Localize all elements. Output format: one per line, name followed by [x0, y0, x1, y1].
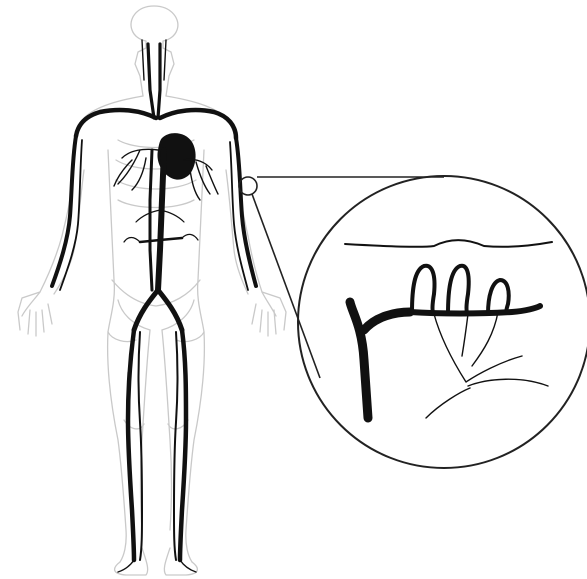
knees	[124, 420, 188, 429]
vena-cava	[150, 150, 152, 290]
iliac-right	[158, 290, 182, 330]
venule	[410, 306, 540, 314]
hip-joints	[108, 332, 204, 342]
right-leg-vein	[174, 332, 178, 560]
iliac-left	[134, 290, 158, 330]
left-leg-artery	[128, 330, 134, 560]
capillary-loop-2	[448, 266, 469, 314]
skin-surface-line	[345, 240, 552, 247]
right-leg-artery	[180, 330, 186, 560]
capillary-loop-3	[488, 280, 509, 314]
right-arm-artery	[236, 138, 256, 286]
capillary-loop-1	[412, 266, 435, 314]
capillary-detail	[345, 240, 552, 418]
magnifier-callout	[239, 176, 587, 468]
neck-vessels	[148, 44, 160, 118]
aorta	[158, 150, 164, 290]
zoom-connector-bottom	[252, 194, 320, 378]
left-leg-vein	[139, 332, 143, 560]
right-hand-outline	[252, 292, 286, 336]
left-arm-artery	[52, 136, 76, 286]
arteriole	[350, 302, 410, 418]
lymph-branches	[426, 312, 548, 418]
head-outline	[131, 6, 178, 96]
magnifier-circle	[298, 176, 587, 468]
foot-vessels	[118, 560, 196, 572]
